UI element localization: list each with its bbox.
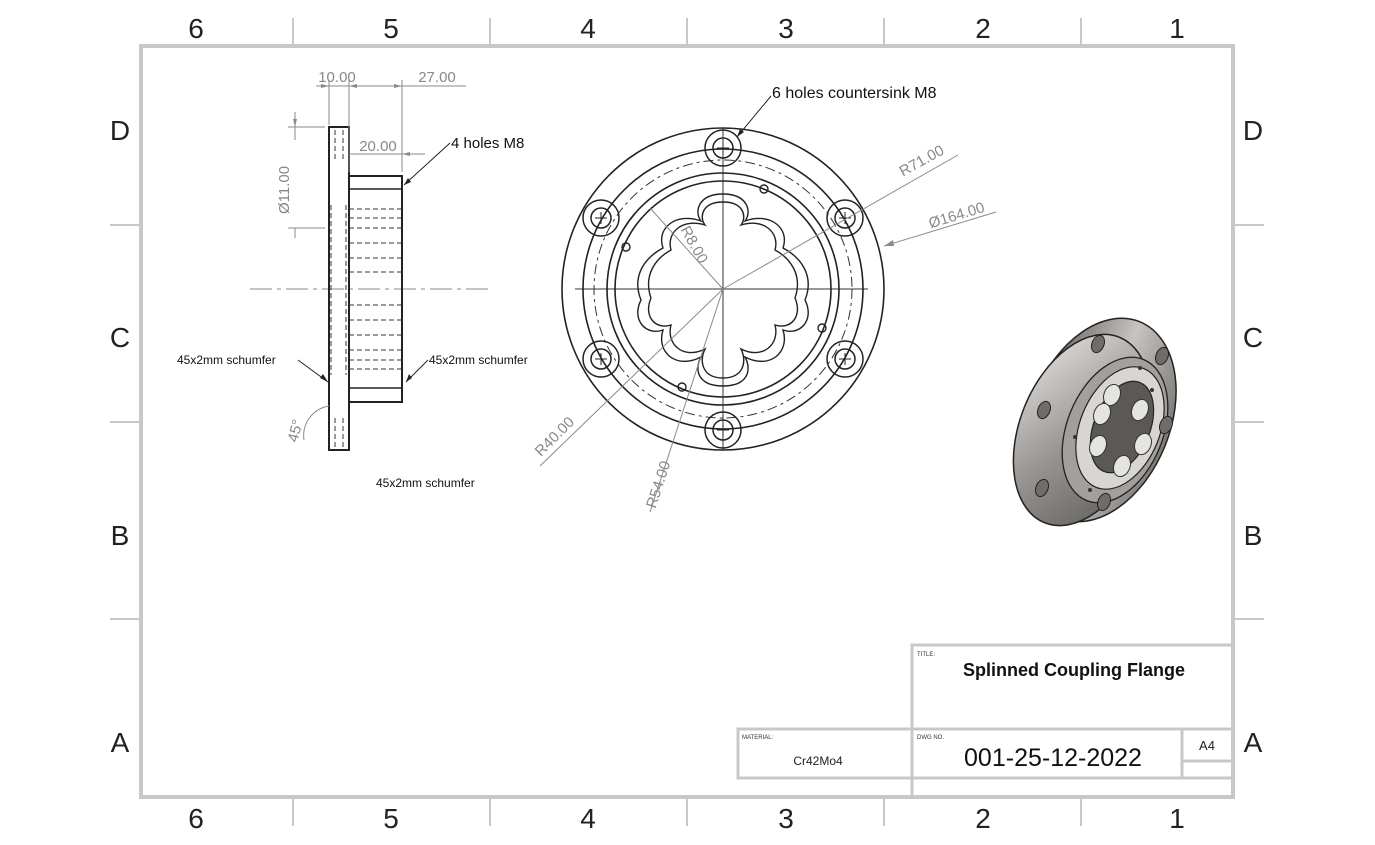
zone-col-label: 2 <box>975 13 991 44</box>
zone-labels-top: 6 5 4 3 2 1 <box>188 13 1185 44</box>
dimension-label: 20.00 <box>359 138 397 155</box>
countersink-note: 6 holes countersink M8 <box>772 85 937 102</box>
zone-row-label: D <box>110 115 130 146</box>
material-value: Cr42Mo4 <box>793 754 843 768</box>
front-view: 6 holes countersink M8 R71.00 Ø164.00 R8… <box>532 85 997 513</box>
zone-col-label: 1 <box>1169 13 1185 44</box>
zone-col-label: 1 <box>1169 803 1185 834</box>
zone-labels-left: D C B A <box>110 115 130 758</box>
sheet-frame <box>110 18 1264 826</box>
dimension-label: R54.00 <box>643 459 674 510</box>
zone-col-label: 5 <box>383 803 399 834</box>
zone-row-label: D <box>1243 115 1263 146</box>
zone-col-label: 6 <box>188 803 204 834</box>
chamfer-note: 45x2mm schumfer <box>376 476 475 490</box>
isometric-view <box>1012 317 1177 527</box>
dimension-label: 10.00 <box>318 69 356 86</box>
zone-labels-right: D C B A <box>1243 115 1263 758</box>
zone-row-label: C <box>1243 322 1263 353</box>
zone-col-label: 6 <box>188 13 204 44</box>
zone-row-label: B <box>111 520 130 551</box>
zone-row-label: A <box>1244 727 1263 758</box>
chamfer-note: 45x2mm schumfer <box>429 353 528 367</box>
dimension-label: 27.00 <box>418 69 456 86</box>
drawing-title: Splinned Coupling Flange <box>963 660 1185 680</box>
side-view: 10.00 27.00 20.00 Ø11.00 45° 4 holes M8 … <box>177 69 528 490</box>
dimension-label: 45° <box>285 418 307 444</box>
title-field-label: TITLE: <box>917 652 935 658</box>
title-block <box>736 643 1235 799</box>
zone-row-label: A <box>111 727 130 758</box>
zone-col-label: 4 <box>580 803 596 834</box>
dimension-label: Ø164.00 <box>927 199 987 232</box>
zone-col-label: 5 <box>383 13 399 44</box>
sheet-size: A4 <box>1199 738 1215 753</box>
dimension-label: R8.00 <box>677 223 711 266</box>
dimension-label: R71.00 <box>897 142 948 180</box>
zone-row-label: C <box>110 322 130 353</box>
zone-col-label: 3 <box>778 803 794 834</box>
hole-note: 4 holes M8 <box>451 135 524 152</box>
material-field-label: MATERIAL: <box>742 735 774 741</box>
dimension-label: R40.00 <box>532 414 578 460</box>
dimension-label: Ø11.00 <box>276 166 293 214</box>
zone-col-label: 3 <box>778 13 794 44</box>
dwg-no-field-label: DWG NO. <box>917 735 944 741</box>
drawing-number: 001-25-12-2022 <box>964 744 1142 772</box>
chamfer-note: 45x2mm schumfer <box>177 353 276 367</box>
zone-row-label: B <box>1244 520 1263 551</box>
zone-labels-bottom: 6 5 4 3 2 1 <box>188 803 1185 834</box>
zone-col-label: 2 <box>975 803 991 834</box>
zone-col-label: 4 <box>580 13 596 44</box>
